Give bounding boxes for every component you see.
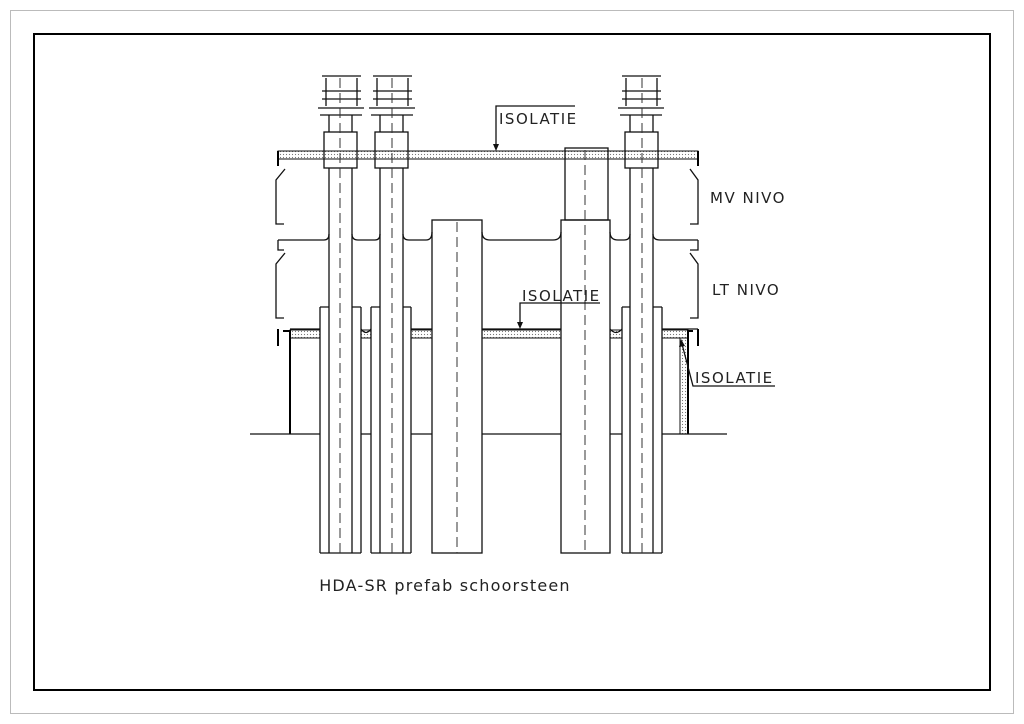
drawing-stroke — [689, 168, 699, 225]
drawing-stroke — [618, 75, 664, 132]
label-lt-nivo: LT NIVO — [712, 281, 780, 299]
drawing-stroke — [277, 150, 699, 160]
flue-pipe-3 — [618, 75, 664, 554]
drawing-stroke — [277, 151, 699, 166]
mv-level-brackets — [275, 168, 699, 225]
drawing-stroke — [289, 329, 321, 339]
chimney-column-left — [431, 219, 483, 554]
label-isolatie-roof: ISOLATIE — [499, 110, 578, 128]
drawing-stroke — [517, 322, 523, 329]
drawing-stroke — [519, 302, 600, 324]
lt-level-brackets — [275, 252, 699, 319]
drawing-caption: HDA-SR prefab schoorsteen — [319, 576, 571, 595]
drawing-stroke — [275, 252, 286, 319]
label-isolatie-wall: ISOLATIE — [695, 369, 774, 387]
drawing-stroke — [275, 168, 286, 225]
outer-sheet-border — [10, 10, 1014, 714]
walls-ground — [250, 330, 727, 435]
lower-slab — [277, 328, 699, 346]
drawing-stroke — [370, 168, 412, 554]
roof-slab — [277, 150, 699, 166]
drawing-stroke — [481, 329, 562, 339]
middle-floor — [277, 231, 699, 251]
drawing-stroke — [621, 168, 663, 554]
drawing-stroke — [290, 328, 698, 334]
flue-pipe-2 — [369, 75, 415, 554]
drawing-stroke — [681, 343, 775, 387]
drawing-frame — [33, 33, 991, 691]
drawing-stroke — [319, 168, 362, 554]
drawing-stroke — [277, 240, 699, 251]
leader-lines — [493, 105, 775, 387]
label-mv-nivo: MV NIVO — [710, 189, 786, 207]
drawing-stroke — [278, 231, 698, 241]
drawing-stroke — [493, 144, 499, 151]
drawing-stroke — [410, 329, 433, 339]
chimney-column-right — [560, 147, 611, 554]
drawing-stroke — [689, 252, 699, 319]
drawing-stroke — [318, 75, 364, 132]
drawing-stroke — [277, 329, 699, 346]
flue-pipe-1 — [318, 75, 364, 554]
drawing-stroke — [679, 339, 685, 347]
drawing-stroke — [661, 329, 689, 339]
label-isolatie-lower: ISOLATIE — [522, 287, 601, 305]
drawing-stroke — [495, 105, 575, 146]
